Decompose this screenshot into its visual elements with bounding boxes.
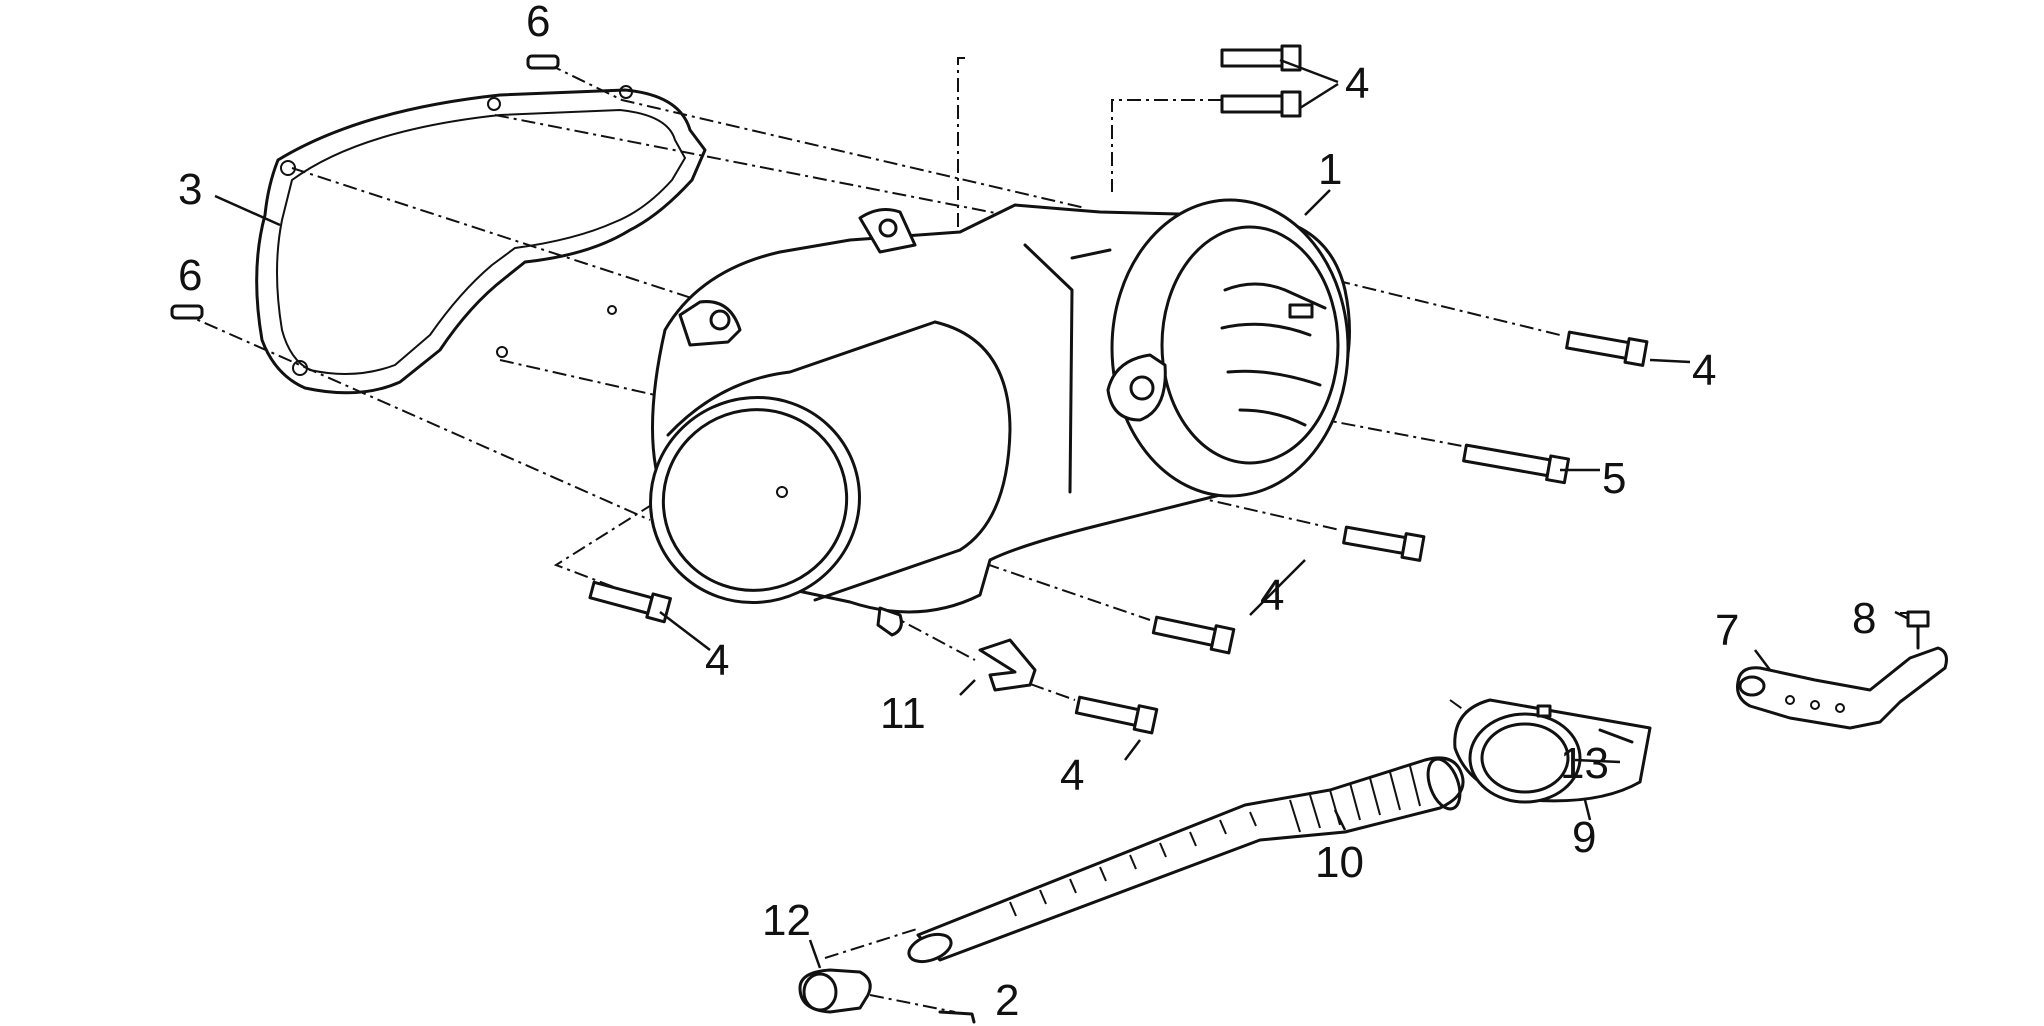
callout-4: 4 [1692,346,1716,395]
callout-11: 11 [880,689,926,738]
bolt-icon [1565,330,1649,367]
bolt-icon [1220,44,1302,72]
dowel-pin-icon [526,54,560,70]
callout-6: 6 [178,251,202,300]
callout-1: 1 [1318,145,1342,194]
bolt-icon [1151,615,1236,655]
callout-4: 4 [1060,751,1084,800]
callout-leaders [214,58,1908,969]
gasket [255,85,707,395]
callout-4: 4 [1345,59,1369,108]
bolt-icon [1462,443,1571,485]
bolt-icon [1220,90,1302,118]
callout-numbers: 1 2 3 4 4 4 4 4 5 6 6 7 8 9 10 11 12 13 [178,0,1876,1025]
callout-7: 7 [1715,606,1739,655]
bolt-icon [1074,695,1159,735]
callout-10: 10 [1315,838,1364,887]
air-duct-hose [907,756,1465,964]
callout-4: 4 [1260,571,1284,620]
callout-5: 5 [1602,454,1626,503]
callout-12: 12 [762,896,811,945]
callout-3: 3 [178,165,202,214]
callout-8: 8 [1852,594,1876,643]
duct-end-cap [798,968,872,1014]
bolt-icon [1342,525,1426,562]
duct-clamp [1453,698,1652,804]
callout-9: 9 [1572,813,1596,862]
callout-6: 6 [526,0,550,46]
clip-icon [978,638,1037,692]
callout-2: 2 [995,976,1019,1025]
bolt-icon [588,580,672,624]
transmission-cover [649,198,1351,637]
callout-13: 13 [1560,739,1609,788]
bracket [1736,610,1948,730]
clip-icon [938,1010,976,1024]
dowel-pin-icon [170,304,204,320]
callout-4: 4 [705,636,729,685]
bolts [588,44,1649,735]
